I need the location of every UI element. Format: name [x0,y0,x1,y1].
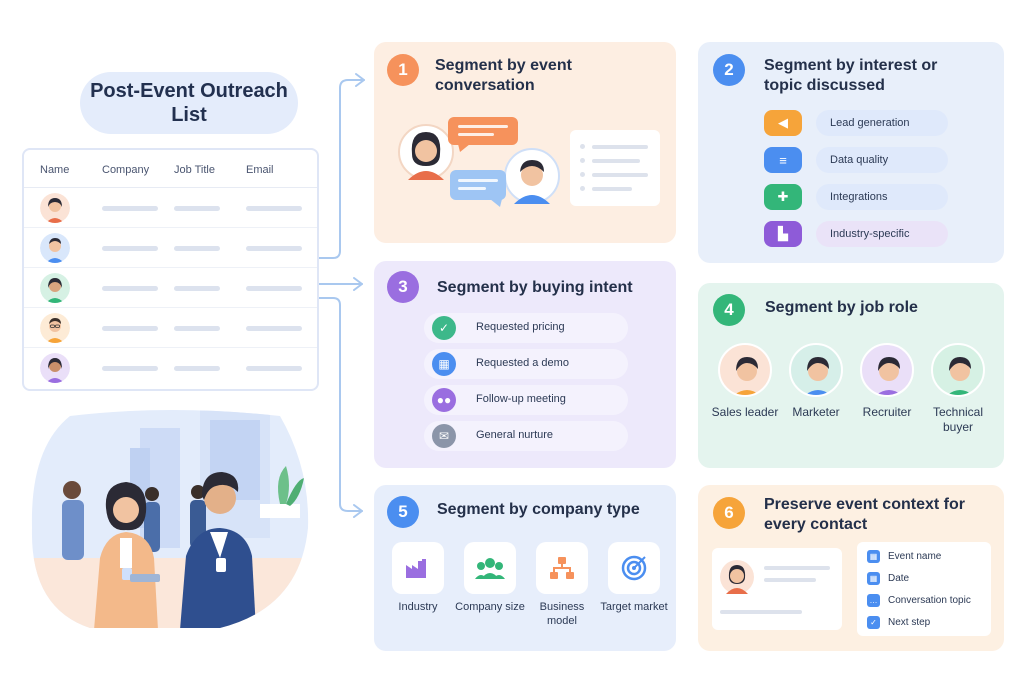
conversation-notes-card [570,130,660,206]
context-label: Next step [888,617,931,629]
company-type-option[interactable]: Company size [454,542,526,614]
step-number-5: 5 [387,496,419,528]
company-type-option[interactable]: Industry [382,542,454,614]
database-icon: ≡ [764,147,802,173]
panel-3-title: Segment by buying intent [437,279,633,296]
avatar [40,233,70,263]
role-option[interactable]: Recruiter [853,343,921,420]
avatar [40,273,70,303]
woman-avatar [398,124,454,180]
avatar [40,313,70,343]
intent-row[interactable]: ✓ Requested pricing [424,313,628,343]
factory-icon [392,542,444,594]
intent-row[interactable]: ✉ General nurture [424,421,628,451]
intent-label: Requested a demo [476,357,569,369]
intent-label: Follow-up meeting [476,393,566,405]
chat-bubble-icon [448,117,518,152]
context-label: Conversation topic [888,595,971,607]
column-job-title: Job Title [174,164,215,176]
topic-tag[interactable]: Integrations [816,184,948,210]
column-email: Email [246,164,274,176]
table-row[interactable] [24,228,317,268]
networking-event-illustration [31,410,309,628]
table-row[interactable] [24,188,317,228]
check-icon: ✓ [432,316,456,340]
role-option[interactable]: Marketer [782,343,850,420]
event-context-list: ▦ Event name ▦ Date … Conversation topic ✓ Next… [857,542,991,636]
group-icon [464,542,516,594]
chat-icon: … [867,594,880,607]
intent-label: General nurture [476,429,554,441]
context-item: ▦ Event name [867,550,941,563]
calendar-icon: ▦ [867,572,880,585]
topic-tag[interactable]: Lead generation [816,110,948,136]
company-type-label: Business model [539,601,585,627]
panel-6-title: Preserve event context for every contact [764,496,965,533]
chat-bubble-icon [450,170,506,207]
panel-4-title: Segment by job role [765,299,918,316]
company-type-label: Target market [600,601,668,613]
factory-icon: ▙ [764,221,802,247]
role-label: Technical buyer [932,405,984,434]
calendar-icon: ▦ [867,550,880,563]
hierarchy-icon [536,542,588,594]
step-number-4: 4 [713,294,745,326]
company-type-option[interactable]: Business model [526,542,598,628]
intent-label: Requested pricing [476,321,565,333]
page-title: Post-Event Outreach List [80,72,298,134]
avatar [789,343,843,397]
role-label: Marketer [792,405,840,419]
role-option[interactable]: Technical buyer [924,343,992,435]
table-row[interactable] [24,308,317,348]
company-type-label: Company size [455,601,525,613]
avatar [40,193,70,223]
avatar [40,353,70,383]
company-type-option[interactable]: Target market [598,542,670,614]
panel-1-title: Segment by event conversation [435,57,572,94]
role-label: Sales leader [711,405,779,419]
step-number-6: 6 [713,497,745,529]
step-number-3: 3 [387,271,419,303]
role-option[interactable]: Sales leader [711,343,779,420]
calendar-icon: ▦ [432,352,456,376]
topic-tag[interactable]: Data quality [816,147,948,173]
topic-tag[interactable]: Industry-specific [816,221,948,247]
table-row[interactable] [24,268,317,308]
context-item: ✓ Next step [867,616,930,629]
mail-icon: ✉ [432,424,456,448]
panel-2-title: Segment by interest or topic discussed [764,57,938,94]
column-name: Name [40,164,70,176]
context-item: … Conversation topic [867,594,971,607]
check-icon: ✓ [867,616,880,629]
people-icon: ●● [432,388,456,412]
context-label: Date [888,573,910,585]
context-label: Event name [888,551,942,563]
target-icon [608,542,660,594]
avatar [860,343,914,397]
megaphone-icon: ◀ [764,110,802,136]
panel-5-title: Segment by company type [437,501,640,518]
company-type-label: Industry [398,601,438,613]
table-row[interactable] [24,348,317,388]
contact-card [712,548,842,630]
step-number-1: 1 [387,54,419,86]
man-avatar [504,148,560,204]
role-label: Recruiter [862,405,912,419]
intent-row[interactable]: ▦ Requested a demo [424,349,628,379]
avatar [718,343,772,397]
column-company: Company [102,164,150,176]
avatar [931,343,985,397]
context-item: ▦ Date [867,572,909,585]
contact-table: Name Company Job Title Email [22,148,319,391]
step-number-2: 2 [713,54,745,86]
intent-row[interactable]: ●● Follow-up meeting [424,385,628,415]
table-header: Name Company Job Title Email [24,150,317,188]
puzzle-icon: ✚ [764,184,802,210]
